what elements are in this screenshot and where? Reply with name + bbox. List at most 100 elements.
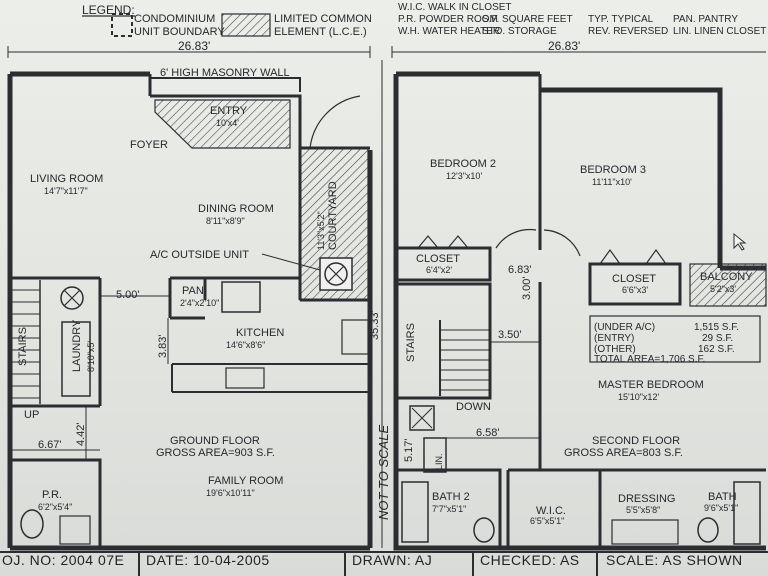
legend-pan: PAN. PANTRY — [673, 14, 738, 25]
legend-typ: TYP. TYPICAL — [588, 14, 654, 25]
closet-2-label: CLOSET — [416, 253, 460, 265]
pr-toilet-icon — [20, 509, 44, 539]
family-room-size: 19'6"x10'11" — [206, 488, 255, 498]
legend-sto: STO. STORAGE — [482, 26, 557, 37]
wic-size: 6'5"x5'1" — [530, 516, 564, 526]
ground-floor-plan: 6' HIGH MASONRY WALL ENTRY 10'x4' COURTY… — [7, 67, 373, 551]
bath-2-toilet-icon — [473, 517, 495, 543]
family-room-label: FAMILY ROOM — [208, 475, 283, 487]
second-floor-label: SECOND FLOOR — [592, 435, 680, 447]
ground-width-dimension: 26.83' — [178, 39, 210, 53]
legend-condo-2: UNIT BOUNDARY — [134, 26, 225, 38]
water-heater-icon — [60, 286, 84, 310]
project-number: OJ. NO: 2004 07E — [2, 552, 125, 568]
dim-6-83: 6.83' — [508, 264, 532, 276]
legend-lce-2: ELEMENT (L.C.E.) — [274, 26, 367, 38]
laundry-label: LAUNDRY — [71, 319, 83, 372]
closet-3-label: CLOSET — [612, 273, 656, 285]
down-label: DOWN — [456, 401, 491, 413]
bath-2-tub-icon — [401, 481, 429, 543]
not-to-scale-label: NOT TO SCALE — [376, 425, 391, 520]
area-entry-label: (ENTRY) — [594, 333, 634, 344]
laundry-closet — [61, 321, 91, 397]
title-block-divider — [344, 552, 346, 576]
master-bedroom-size: 15'10"x12' — [618, 392, 659, 402]
mouse-cursor-icon — [733, 232, 747, 251]
pantry-label: PAN. — [182, 285, 207, 297]
balcony-label: BALCONY — [700, 271, 753, 283]
bedroom-3-size: 11'11"x10' — [592, 177, 632, 187]
masonry-wall-label: 6' HIGH MASONRY WALL — [160, 67, 290, 79]
courtyard-size: 11'3"x5'2" — [316, 211, 326, 250]
legend-wh: W.H. WATER HEATER — [398, 26, 500, 37]
condominium-boundary-swatch — [111, 13, 133, 37]
legend: LEGEND: CONDOMINIUM UNIT BOUNDARY LIMITE… — [82, 2, 766, 38]
closet-2-size: 6'4"x2' — [426, 265, 452, 275]
dim-3-50: 3.50' — [498, 329, 522, 341]
legend-condo-1: CONDOMINIUM — [134, 13, 215, 25]
living-room-size: 14'7"x11'7" — [44, 186, 88, 196]
dim-3-00: 3.00' — [521, 276, 533, 300]
pr-sink-icon — [59, 515, 91, 545]
drawing-date: DATE: 10-04-2005 — [146, 552, 270, 568]
second-stairs-label: STAIRS — [405, 323, 417, 362]
legend-sf: S.F. SQUARE FEET — [482, 14, 573, 25]
foyer-label: FOYER — [130, 139, 168, 151]
bath-2-size: 7'7"x5'1" — [432, 504, 466, 514]
pr-size: 6'2"x5'4" — [38, 502, 72, 512]
bedroom-2-size: 12'3"x10' — [446, 171, 482, 181]
master-toilet-icon — [697, 517, 719, 543]
area-other-label: (OTHER) — [594, 344, 636, 355]
balcony-size: 5'2"x3' — [710, 284, 736, 294]
entry-lce — [154, 99, 291, 149]
refrigerator-icon — [221, 281, 261, 313]
legend-rev: REV. REVERSED — [588, 26, 668, 37]
checked-by: CHECKED: AS — [480, 552, 580, 568]
dressing-size: 5'5"x5'8" — [626, 505, 660, 515]
bedroom-2-label: BEDROOM 2 — [430, 158, 496, 170]
range-icon — [341, 319, 369, 355]
ground-stairs-icon — [12, 280, 41, 404]
wic-label: W.I.C. — [536, 505, 566, 517]
legend-lce-1: LIMITED COMMON — [274, 13, 372, 25]
area-total: TOTAL AREA=1,706 S.F. — [594, 354, 705, 365]
title-block-divider — [596, 552, 598, 576]
kitchen-sink-icon — [225, 367, 265, 389]
ground-gross-area: GROSS AREA=903 S.F. — [156, 447, 275, 459]
master-bath-size: 9'6"x5'1" — [704, 503, 738, 513]
second-gross-area: GROSS AREA=803 S.F. — [564, 447, 683, 459]
linen-label: LIN. — [434, 453, 444, 470]
area-other-value: 162 S.F. — [698, 344, 735, 355]
bedroom-3-label: BEDROOM 3 — [580, 164, 646, 176]
area-table — [589, 315, 761, 363]
living-room-label: LIVING ROOM — [30, 173, 103, 185]
pantry-size: 2'4"x2'10" — [180, 298, 219, 308]
ground-stairs-label: STAIRS — [17, 327, 29, 366]
dim-35-33: 35.33' — [369, 310, 381, 340]
laundry-size: 8'10"x5' — [86, 341, 96, 372]
balcony-lce — [689, 263, 767, 307]
title-block-divider — [472, 552, 474, 576]
area-under-ac-value: 1,515 S.F. — [694, 322, 739, 333]
closet-3-size: 6'6"x3' — [622, 285, 648, 295]
second-width-dimension: 26.83' — [548, 39, 580, 53]
area-entry-value: 29 S.F. — [702, 333, 733, 344]
ground-floor-label: GROUND FLOOR — [170, 435, 260, 447]
title-block-border — [0, 551, 768, 553]
entry-size: 10'x4' — [216, 118, 239, 128]
ac-label: A/C OUTSIDE UNIT — [150, 249, 249, 261]
master-bath-label: BATH — [708, 491, 737, 503]
overall-dimensions: 26.83' 26.83' — [7, 39, 766, 58]
drawing-scale: SCALE: AS SHOWN — [606, 552, 743, 568]
dining-room-label: DINING ROOM — [198, 203, 274, 215]
second-floor-plan: BEDROOM 2 12'3"x10' CLOSET 6'4"x2' BEDRO… — [393, 71, 767, 551]
dim-6-67: 6.67' — [38, 439, 62, 451]
dim-5-17: 5.17' — [403, 438, 415, 462]
entry-label: ENTRY — [210, 105, 248, 117]
kitchen-size: 14'6"x8'6" — [226, 340, 265, 350]
master-tub-icon — [733, 481, 761, 545]
kitchen-label: KITCHEN — [236, 327, 284, 339]
dining-room-size: 8'11"x8'9" — [206, 216, 245, 226]
